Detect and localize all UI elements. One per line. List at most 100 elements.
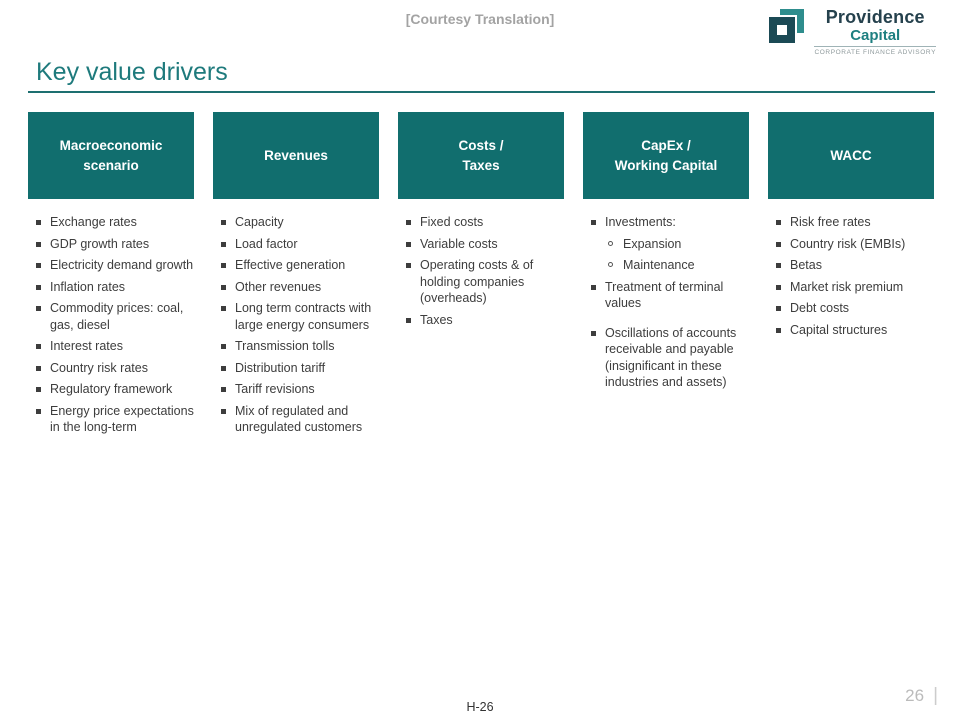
logo-name-providence: Providence [825, 7, 925, 27]
list-item: Exchange rates [28, 214, 194, 231]
title-underline [28, 91, 935, 93]
logo-name-capital: Capital [850, 26, 901, 44]
list-item-text: Oscillations of accounts receivable and … [605, 325, 737, 390]
bullet-square-icon [776, 241, 781, 247]
bullet-square-icon [221, 306, 226, 311]
bullet-square-icon [406, 241, 411, 247]
bullet-square-icon [36, 284, 41, 290]
list-item-text: Capacity [235, 215, 284, 229]
list-item-text: Inflation rates [50, 279, 126, 294]
bullet-square-icon [406, 317, 411, 323]
list-item-text: Tariff revisions [235, 382, 315, 396]
list-item: Fixed costs [398, 214, 564, 231]
list-item-text: Investments: [605, 215, 676, 229]
list-item: Effective generation [213, 257, 379, 274]
list-item-text: Betas [790, 258, 822, 272]
list-item-text: Effective generation [235, 258, 346, 272]
list-item: Load factor [213, 236, 379, 253]
list-item-text: Exchange rates [50, 215, 137, 229]
list-item: Oscillations of accounts receivable and … [583, 325, 749, 391]
list-item-text: Country risk rates [50, 360, 148, 375]
list-item-text: Risk free rates [790, 215, 871, 229]
list-item-text: Market risk premium [790, 279, 904, 294]
list-item: Operating costs & of holding companies (… [398, 257, 564, 307]
bullet-square-icon [776, 327, 781, 333]
list-item: Capital structures [768, 322, 934, 339]
list-item-text: Mix of regulated and unregulated custome… [235, 403, 363, 435]
list-item: Country risk (EMBIs) [768, 236, 934, 253]
list-item: Energy price expectations in the long-te… [28, 403, 194, 436]
doc-number: H-26 [466, 700, 494, 714]
list-item-text: Capital structures [790, 322, 888, 337]
list-item-text: Commodity prices: coal, gas, diesel [50, 301, 184, 332]
list-item-text: Distribution tariff [235, 360, 326, 375]
bullet-square-icon [221, 408, 226, 414]
list-item-text: Operating costs & of holding companies (… [420, 258, 534, 305]
page-title: Key value drivers [36, 58, 228, 86]
list-item: Electricity demand growth [28, 257, 194, 274]
list-item-text: Regulatory framework [50, 382, 173, 396]
list-item: Debt costs [768, 300, 934, 317]
bullet-square-icon [221, 263, 226, 268]
list-item: GDP growth rates [28, 236, 194, 253]
logo-text: Providence Capital CORPORATE FINANCE ADV… [814, 8, 936, 56]
list-item: Taxes [398, 312, 564, 329]
providence-capital-logo: Providence Capital CORPORATE FINANCE ADV… [767, 8, 936, 56]
list-item-text: Fixed costs [420, 215, 484, 229]
list-item: Inflation rates [28, 279, 194, 296]
column-header-box: CapEx / Working Capital [583, 112, 749, 199]
list-item-text: Maintenance [623, 258, 695, 272]
column-header-box: Revenues [213, 112, 379, 199]
bullet-square-icon [591, 220, 596, 225]
list-item-text: Variable costs [420, 236, 498, 251]
list-item: Maintenance [583, 257, 749, 274]
bullet-square-icon [36, 263, 41, 268]
bullet-square-icon [406, 263, 411, 268]
bullet-square-icon [36, 344, 41, 349]
bullet-square-icon [776, 220, 781, 225]
bullet-circle-icon [608, 240, 613, 246]
bullet-square-icon [36, 241, 41, 247]
bullet-square-icon [591, 330, 596, 336]
list-item: Expansion [583, 236, 749, 253]
list-item: Country risk rates [28, 360, 194, 377]
page-number: 26 [905, 686, 925, 705]
list-item: Variable costs [398, 236, 564, 253]
list-item: Distribution tariff [213, 360, 379, 377]
logo-squares-icon [767, 8, 807, 48]
list-item-text: Long term contracts with large energy co… [235, 301, 372, 332]
list-item-text: Treatment of terminal values [605, 279, 724, 311]
bullet-circle-icon [608, 262, 613, 267]
page-number-area: 26 | [905, 685, 938, 707]
list-item: Interest rates [28, 338, 194, 355]
bullet-square-icon [776, 306, 781, 311]
list-item: Mix of regulated and unregulated custome… [213, 403, 379, 436]
list-item-text: Other revenues [235, 279, 322, 294]
list-item: Transmission tolls [213, 338, 379, 355]
bullet-square-icon [776, 284, 781, 290]
bullet-square-icon [221, 365, 226, 371]
bullet-square-icon [36, 408, 41, 414]
list-item: Treatment of terminal values [583, 279, 749, 312]
list-item-text: Debt costs [790, 301, 850, 315]
bullet-square-icon [221, 284, 226, 290]
logo-front-square [767, 15, 798, 45]
list-item: Long term contracts with large energy co… [213, 300, 379, 333]
list-item: Risk free rates [768, 214, 934, 231]
list-item-text: Taxes [420, 312, 453, 327]
column-header-box: Macroeconomic scenario [28, 112, 194, 199]
list-item: Betas [768, 257, 934, 274]
bullet-square-icon [221, 220, 226, 225]
column-header-box: Costs / Taxes [398, 112, 564, 199]
column-header-box: WACC [768, 112, 934, 199]
bullet-square-icon [776, 263, 781, 268]
list-item-text: Energy price expectations in the long-te… [50, 403, 194, 435]
